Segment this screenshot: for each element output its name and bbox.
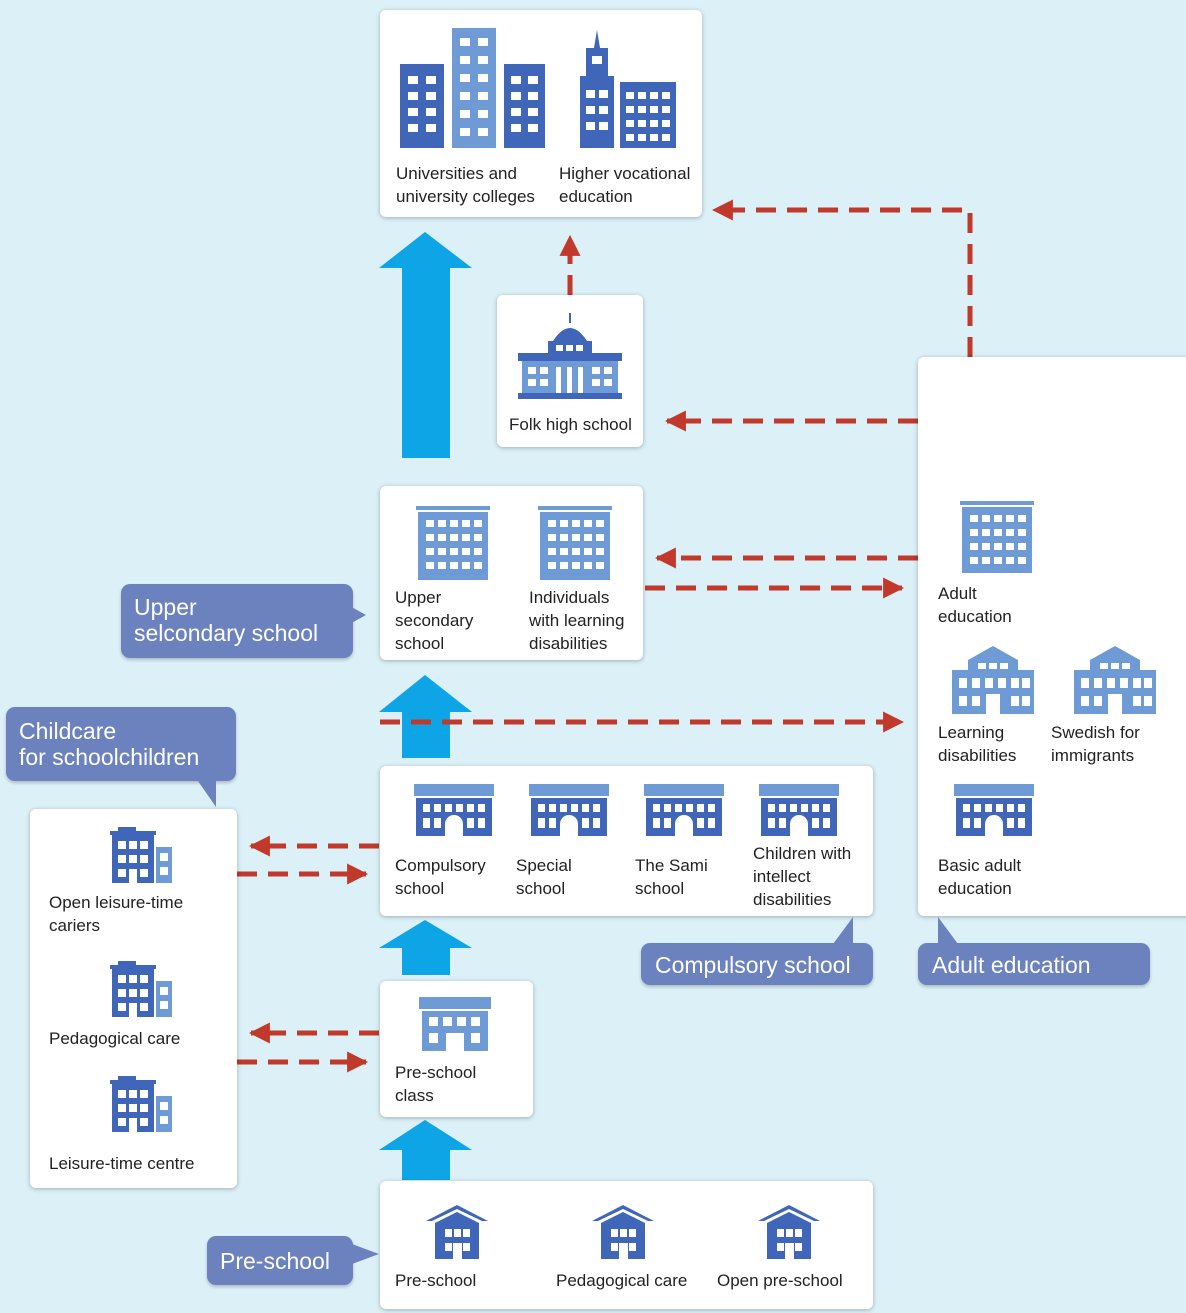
progression-arrow-to-higher	[379, 232, 472, 458]
pedagogical-care-childcare-label: Pedagogical care	[49, 1029, 181, 1048]
preschool-label: Pre-school	[395, 1271, 477, 1290]
pedagogical-care-icon	[592, 1205, 654, 1259]
folk-high-school-label: Folk high school	[509, 415, 632, 434]
universities-icon	[400, 28, 545, 148]
basic-adult-education-icon	[954, 784, 1034, 836]
higher-vocational-icon	[580, 30, 676, 148]
callout-childcare-text: Childcare for schoolchildren	[19, 718, 200, 770]
adult-education-label: Adult education	[938, 584, 1012, 626]
callout-upper-secondary: Upper selcondary school	[121, 584, 353, 658]
callout-childcare-tail	[198, 781, 216, 807]
higher-education-box: Universities and university colleges Hig…	[380, 10, 702, 217]
open-preschool-label: Open pre-school	[717, 1271, 843, 1290]
callout-preschool-tail	[352, 1244, 379, 1264]
callout-adult-text: Adult education	[932, 952, 1091, 978]
progression-arrow-to-upper	[379, 675, 472, 758]
open-leisure-label: Open leisure-time cariers	[49, 893, 184, 935]
preschool-class-box: Pre-school class	[380, 981, 533, 1117]
childcare-box: Open leisure-time cariers Pedagogical ca…	[30, 809, 237, 1188]
callout-adult: Adult education	[918, 943, 1150, 985]
intellect-disabilities-label: Children with intellect disabilities	[753, 844, 852, 909]
callout-upper-secondary-tail	[346, 604, 366, 626]
preschool-icon	[426, 1205, 488, 1259]
learning-disabilities-school-icon	[538, 506, 612, 580]
callout-childcare: Childcare for schoolchildren	[6, 707, 236, 781]
open-preschool-icon	[758, 1205, 820, 1259]
callout-adult-tail	[938, 917, 958, 944]
progression-arrows	[379, 232, 472, 1180]
callout-preschool: Pre-school	[207, 1236, 353, 1285]
upper-secondary-icon	[416, 506, 490, 580]
leisure-centre-icon	[110, 1076, 172, 1132]
callout-preschool-text: Pre-school	[220, 1248, 330, 1274]
learning-disabilities-label: Individuals with learning disabilities	[529, 588, 625, 653]
swedish-for-immigrants-icon	[1074, 646, 1156, 714]
preschool-class-label: Pre-school class	[395, 1063, 477, 1105]
pedagogical-care-childcare-icon	[110, 961, 172, 1017]
callout-compulsory-tail	[833, 917, 853, 944]
sami-school-label: The Sami school	[635, 856, 708, 898]
preschool-class-icon	[419, 997, 491, 1051]
leisure-centre-label: Leisure-time centre	[49, 1154, 195, 1173]
callout-compulsory-text: Compulsory school	[655, 952, 851, 978]
swedish-for-immigrants-label: Swedish for immigrants	[1051, 723, 1140, 765]
callout-compulsory: Compulsory school	[641, 943, 873, 985]
upper-secondary-box: Upper secondary school Individuals with …	[380, 486, 643, 660]
basic-adult-education-label: Basic adult education	[938, 856, 1022, 898]
compulsory-school-box: Compulsory school Special school The Sam…	[380, 766, 873, 916]
learning-disabilities-adult-label: Learning disabilities	[938, 723, 1017, 765]
adult-education-icon	[960, 501, 1034, 573]
intellect-disabilities-school-icon	[759, 784, 839, 836]
higher-vocational-label: Higher vocational education	[559, 164, 691, 206]
adult-education-box: Adult education Learning disabilities Sw…	[918, 357, 1186, 916]
folk-high-school-icon	[518, 313, 622, 399]
compulsory-label: Compulsory school	[395, 856, 486, 898]
special-school-label: Special school	[516, 856, 572, 898]
compulsory-school-icon	[414, 784, 494, 836]
transfer-arrow-adult-to-higher	[711, 199, 973, 357]
universities-label: Universities and university colleges	[396, 164, 535, 206]
preschool-box: Pre-school Pedagogical care Open pre-sch…	[380, 1181, 873, 1309]
learning-disabilities-adult-icon	[952, 646, 1034, 714]
progression-arrow-to-compulsory	[379, 920, 472, 975]
transfer-arrows	[237, 199, 973, 1073]
progression-arrow-to-preschool-class	[379, 1120, 472, 1180]
folk-high-school-box: Folk high school	[497, 295, 643, 447]
callout-upper-secondary-text: Upper selcondary school	[134, 594, 319, 646]
pedagogical-care-label: Pedagogical care	[556, 1271, 688, 1290]
upper-secondary-label: Upper secondary school	[395, 588, 474, 653]
open-leisure-icon	[110, 827, 172, 883]
special-school-icon	[529, 784, 609, 836]
sami-school-icon	[644, 784, 724, 836]
